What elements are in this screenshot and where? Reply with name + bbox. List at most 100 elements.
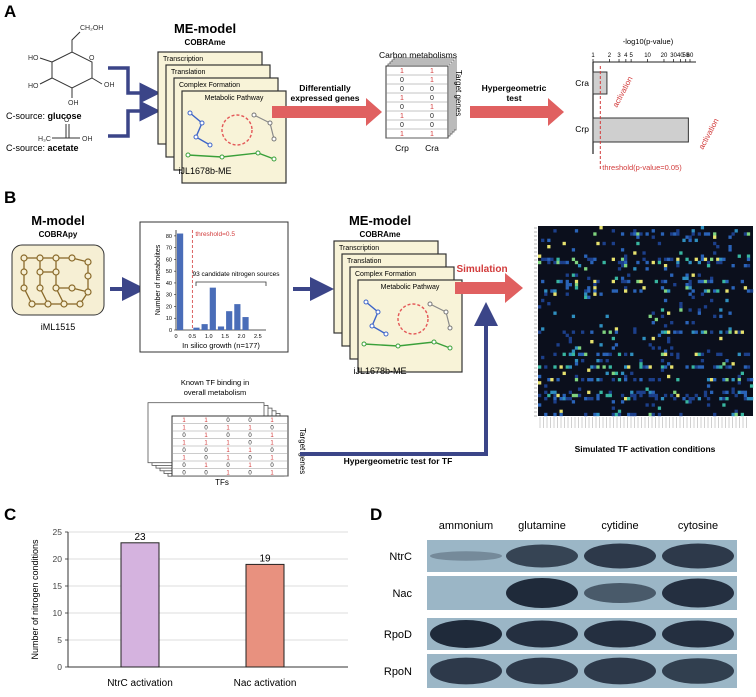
b-heatmap-cell (614, 276, 619, 281)
b-tf-cell-0-4: 1 (270, 418, 274, 424)
b-stack-node-6 (431, 339, 437, 345)
c-bar-value-1: 19 (259, 553, 271, 564)
b-heatmap-cell (568, 352, 572, 357)
b-heatmap-cell (562, 352, 566, 357)
d-band-0-1 (506, 544, 578, 568)
svg-text:O: O (89, 55, 95, 62)
b-heatmap-cell (663, 330, 668, 334)
b-heatmap-cell (538, 374, 542, 379)
b-heatmap-cell (648, 314, 652, 319)
b-heatmap-cell (694, 330, 698, 334)
b-stack-node-8 (427, 301, 433, 307)
b-heatmap-cell (627, 279, 631, 284)
b-heatmap-cell (670, 365, 674, 369)
b-m-node-4 (84, 258, 92, 266)
b-heatmap-cell (688, 400, 692, 404)
b-heatmap-cell (574, 273, 579, 277)
b-heatmap-cell (740, 390, 744, 395)
panel-c-letter: C (4, 505, 16, 524)
b-tf-cell-3-0: 1 (182, 441, 186, 447)
d-band-3-2 (584, 657, 656, 685)
b-heatmap-cell (651, 412, 655, 417)
b-heatmap-cell (740, 279, 744, 284)
b-heatmap-cell (624, 374, 628, 379)
b-heatmap-cell (749, 384, 754, 388)
b-hist-annotation: 93 candidate nitrogen sources (192, 271, 280, 278)
b-heatmap-cell (627, 412, 631, 417)
b-heatmap-cell (581, 378, 585, 382)
b-heatmap-cell (648, 412, 652, 417)
b-heatmap-cell (657, 257, 662, 262)
b-heatmap-cell (599, 390, 603, 395)
b-hist-bar-8 (242, 317, 249, 330)
b-m-model-box (11, 244, 105, 316)
b-heatmap-cell (706, 264, 711, 268)
glucose-label: C-source: glucose (6, 111, 82, 121)
b-heatmap-cell (746, 264, 751, 268)
b-heatmap-cell (627, 397, 631, 401)
b-heatmap-cell (568, 397, 572, 401)
b-heatmap-cell (746, 254, 751, 258)
b-tf-cell-3-1: 1 (204, 441, 208, 447)
b-heatmap-cell (571, 352, 576, 357)
b-heatmap-cell (651, 390, 655, 395)
a-matrix-cell-2-1: 0 (430, 86, 434, 93)
b-heatmap-cell (725, 365, 729, 369)
b-heatmap-cell (651, 235, 655, 239)
b-heatmap-cell (706, 384, 711, 388)
b-heatmap-cell (694, 257, 698, 262)
b-heatmap-cell (688, 286, 692, 290)
b-tf-cell-6-2: 0 (226, 463, 230, 469)
b-heatmap-cell (697, 260, 701, 265)
b-heatmap-cell (679, 330, 683, 334)
b-heatmap-cell (648, 393, 652, 398)
b-heatmap-cell (642, 257, 646, 262)
b-heatmap-cell (639, 362, 643, 366)
b-heatmap-cell (700, 359, 705, 363)
b-heatmap-cell (710, 330, 714, 334)
b-heatmap-cell (691, 321, 695, 325)
b-heatmap-cell (550, 390, 554, 395)
b-heatmap-cell (571, 314, 576, 319)
b-heatmap-cell (685, 273, 689, 277)
b-heatmap-cell (590, 340, 594, 344)
b-heatmap-cell (617, 378, 622, 382)
b-heatmap-cell (574, 362, 579, 366)
d-row-label-1: Nac (392, 588, 412, 600)
b-heatmap-cell (538, 260, 542, 265)
b-heatmap-cell (611, 279, 615, 284)
b-heatmap-cell (639, 232, 643, 236)
a-matrix-cell-0-0: 1 (400, 68, 404, 75)
b-heatmap-cell (624, 260, 628, 265)
b-heatmap-cell (544, 289, 548, 293)
b-heatmap-cell (639, 289, 643, 293)
a-matrix-title: Carbon metabolisms (379, 50, 457, 60)
b-heatmap-cell (685, 235, 689, 239)
glucose-arrow (108, 66, 161, 104)
b-heatmap-cell (697, 397, 701, 401)
b-heatmap-cell (651, 346, 655, 350)
b-heatmap-cell (577, 346, 582, 350)
b-heatmap-cell (737, 254, 741, 258)
a-matrix-cell-1-0: 0 (400, 77, 404, 84)
b-heatmap-cell (633, 378, 637, 382)
b-heatmap-cell (657, 378, 662, 382)
svg-text:HO: HO (28, 83, 39, 90)
b-heatmap-cell (590, 397, 594, 401)
b-heatmap-cell (676, 355, 680, 360)
d-band-3-1 (506, 657, 578, 685)
b-heatmap-cell (667, 374, 671, 379)
b-hist-xtick-label-3: 1.5 (221, 334, 229, 340)
b-heatmap-cell (553, 289, 557, 293)
b-heatmap-cell (697, 279, 701, 284)
b-heatmap-cell (538, 305, 542, 309)
b-m-node-3 (68, 254, 76, 262)
a-matrix-col-0: Crp (395, 143, 409, 153)
b-heatmap-cell (694, 393, 698, 398)
b-heatmap-cell (553, 390, 557, 395)
b-heatmap-cell (737, 330, 741, 334)
b-heatmap-cell (673, 397, 677, 401)
b-m-node-14 (28, 300, 36, 308)
b-tf-cell-2-3: 0 (248, 433, 252, 439)
